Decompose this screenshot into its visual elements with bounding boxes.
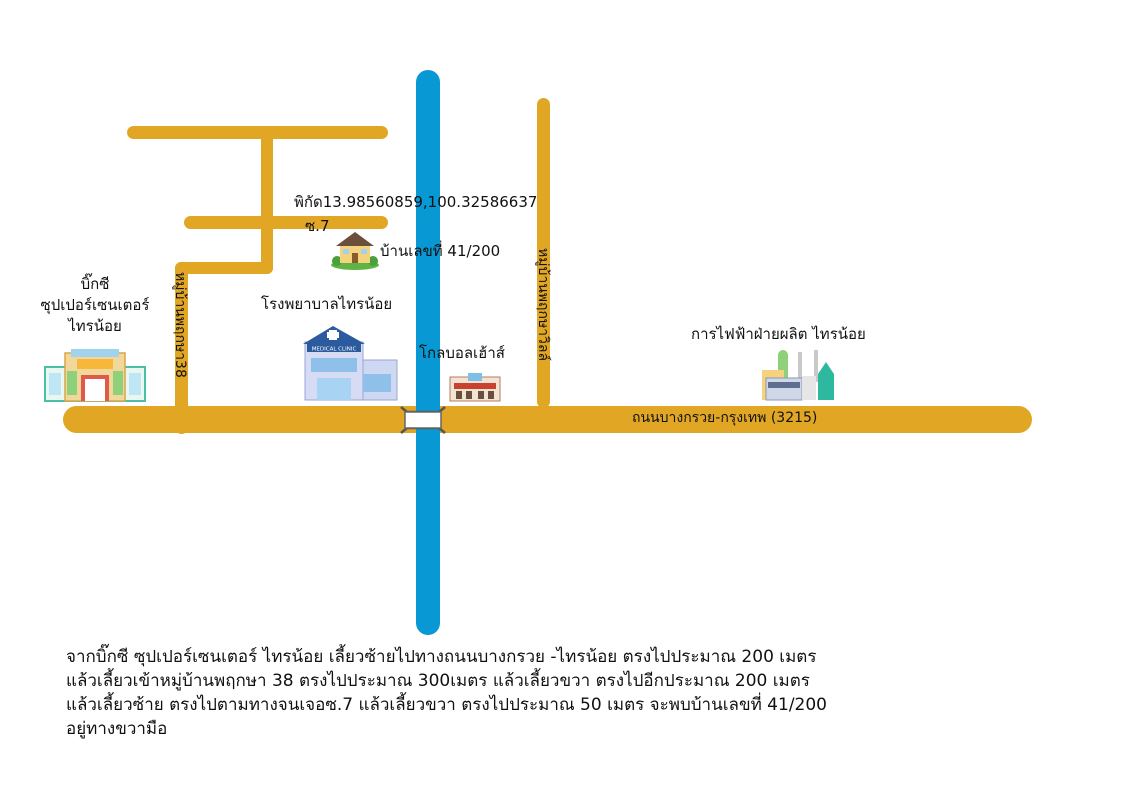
shopping-mall-icon (44, 349, 146, 402)
hardware-store-icon (449, 373, 501, 402)
top-road (127, 126, 388, 139)
coords-label: พิกัด13.98560859,100.32586637 (294, 193, 538, 211)
main-road (63, 406, 1032, 433)
bigc-label-line3: ไทรน้อย (68, 317, 122, 335)
soi7-road (184, 216, 388, 229)
bridge-icon (400, 406, 446, 434)
directions-text: จากบิ๊กซี ซุปเปอร์เซนเตอร์ ไทรน้อย เลี้ย… (66, 645, 886, 741)
clinic-sign-text: MEDICAL CLINIC (312, 347, 357, 353)
clinic-icon: MEDICAL CLINIC (303, 326, 398, 401)
egat-label: การไฟฟ้าฝ่ายผลิต ไทรน้อย (691, 325, 866, 343)
bigc-label-line2: ซุปเปอร์เซนเตอร์ (40, 296, 150, 314)
village-left-road (175, 262, 188, 434)
village-left-connector (175, 262, 273, 274)
village-inner-road (261, 130, 273, 274)
house-icon (331, 232, 379, 270)
house-label: บ้านเลขที่ 41/200 (380, 242, 501, 260)
power-plant-icon (762, 350, 834, 401)
directions-line-4: อยู่ทางขวามือ (66, 719, 168, 739)
hospital-label: โรงพยาบาลไทรน้อย (261, 295, 393, 313)
directions-line-1: จากบิ๊กซี ซุปเปอร์เซนเตอร์ ไทรน้อย เลี้ย… (66, 647, 817, 667)
directions-line-3: แล้วเลี้ยวซ้าย ตรงไปตามทางจนเจอซ.7 แล้วเ… (66, 695, 827, 715)
village-right-label: หมู่บ้านพฤกษาวิลล์ (535, 248, 551, 362)
bigc-label: บิ๊กซี ซุปเปอร์เซนเตอร์ ไทรน้อย (20, 274, 170, 337)
directions-line-2: แล้วเลี้ยวเข้าหมู่บ้านพฤกษา 38 ตรงไปประม… (66, 671, 810, 691)
village-left-label: หมู่บ้านพฤกษา38 (172, 272, 188, 378)
main-road-label: ถนนบางกรวย-กรุงเทพ (3215) (632, 410, 818, 426)
bigc-label-line1: บิ๊กซี (80, 275, 110, 293)
village-right-road (537, 98, 550, 408)
river (416, 70, 440, 635)
globalhouse-label: โกลบอลเฮ้าส์ (419, 344, 505, 362)
soi7-label: ซ.7 (305, 217, 330, 235)
